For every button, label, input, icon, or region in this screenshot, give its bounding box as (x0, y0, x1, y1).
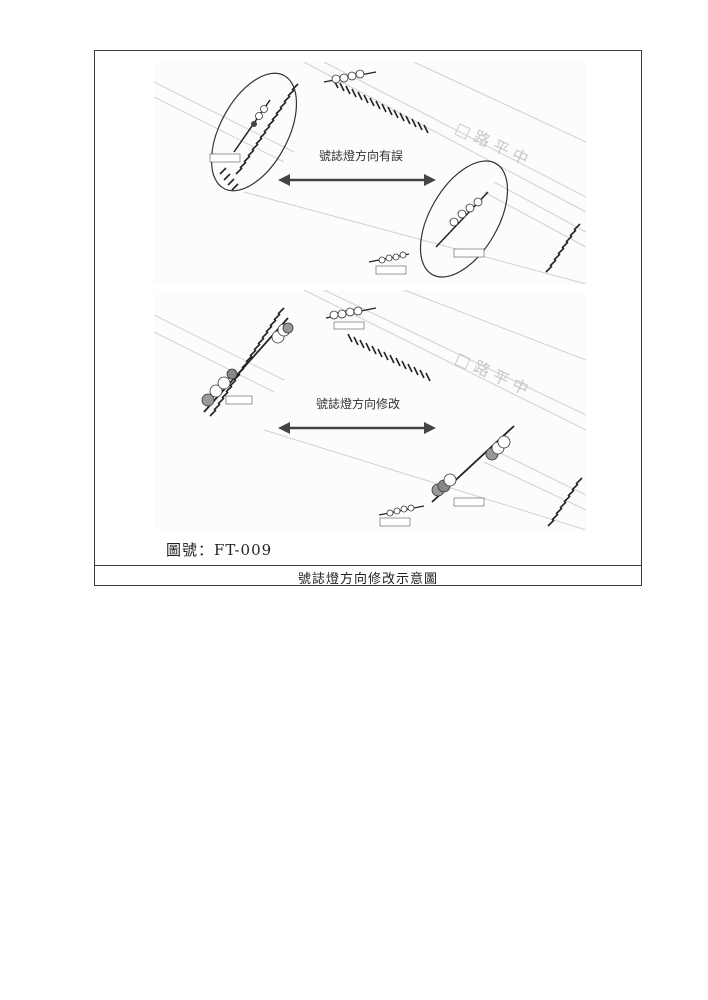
signal-tag-left (209, 153, 241, 163)
signal-heads-left (201, 322, 294, 407)
signal-tag-right (453, 497, 485, 507)
signal-heads-top (329, 306, 363, 320)
road-name-watermark: □ 路 平 中 (452, 348, 531, 398)
panel-top-label: 號誌燈方向有誤 (319, 148, 403, 163)
figure-number: 圖號：FT-009 (166, 541, 273, 559)
corrected-direction-diagram: □ 路 平 中 (154, 290, 586, 530)
signal-tag-bottom (379, 517, 411, 527)
signal-heads-left (255, 105, 268, 120)
double-arrow (278, 422, 436, 434)
signal-heads-top (331, 69, 365, 84)
signal-heads-right (431, 435, 511, 497)
signal-tag-bottom (375, 265, 407, 275)
signal-tag-top (333, 321, 365, 330)
signal-light-left (251, 121, 257, 127)
incorrect-direction-diagram: □ 路 平 中 號誌燈方向有誤 (154, 62, 586, 284)
panel-bottom-label: 號誌燈方向修改 (316, 396, 400, 411)
caption-row: 號誌燈方向修改示意圖 (94, 565, 642, 587)
error-highlight-ellipse-right (419, 160, 509, 278)
figure-caption: 號誌燈方向修改示意圖 (297, 572, 438, 587)
crosswalk-top (333, 79, 429, 134)
signal-heads-bottom (386, 504, 415, 517)
crosswalk-left (209, 307, 285, 417)
signal-tag-left (225, 395, 253, 405)
error-highlight-ellipse-left (210, 72, 298, 192)
crosswalk-right (545, 223, 581, 273)
signal-heads-bottom (378, 251, 407, 264)
signal-tag-right (453, 248, 485, 258)
diagram-panel-incorrect: □ 路 平 中 號誌燈方向有誤 (154, 62, 586, 284)
double-arrow (278, 174, 436, 186)
crosswalk-right (547, 477, 583, 527)
crosswalk-left (219, 83, 299, 191)
crosswalk-top (347, 333, 431, 382)
road-lines (154, 290, 586, 530)
signal-heads-right (449, 197, 483, 227)
diagram-panel-corrected: □ 路 平 中 (154, 290, 586, 530)
road-lines (154, 62, 586, 284)
